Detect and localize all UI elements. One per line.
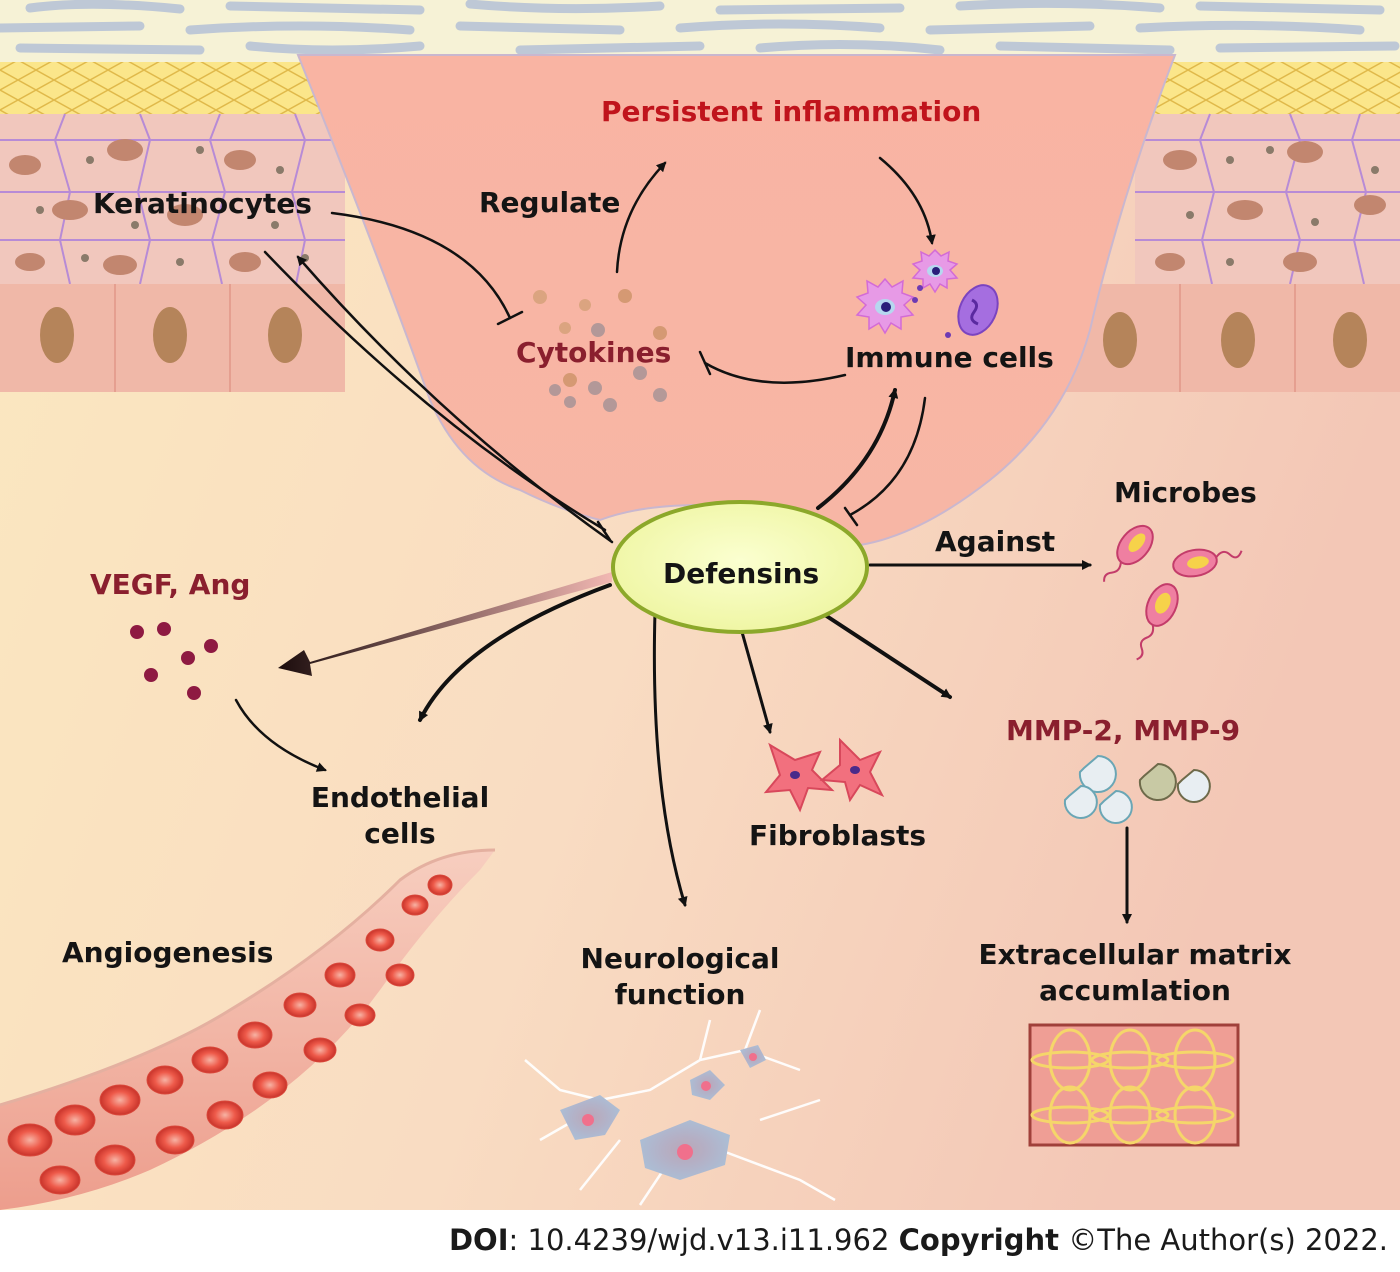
arrow-defensins-immune <box>816 388 899 510</box>
mmp-illustration <box>1063 754 1211 824</box>
label-angiogenesis: Angiogenesis <box>62 936 274 969</box>
label-neurological-function: Neurological function <box>560 941 800 1014</box>
citation-footer: DOI: 10.4239/wjd.v13.i11.962 Copyright ©… <box>0 1214 1388 1266</box>
label-immune-cells: Immune cells <box>845 341 1054 374</box>
label-endothelial-line2: cells <box>364 817 436 851</box>
arrow-vegf-endothelial <box>234 698 327 772</box>
label-persistent-inflammation: Persistent inflammation <box>601 95 982 128</box>
arrow-immune-defensins <box>848 396 927 517</box>
label-mmp: MMP-2, MMP-9 <box>1006 714 1241 747</box>
label-fibroblasts: Fibroblasts <box>749 819 927 852</box>
blood-vessel-illustration <box>0 848 496 1210</box>
skin-layer-right <box>1065 62 1400 392</box>
label-extracellular-matrix: Extracellular matrix accumlation <box>960 937 1310 1010</box>
arrow-defensins-vegf <box>278 572 612 676</box>
immune-cells-illustration <box>855 248 999 338</box>
arrow-defensins-keratinocytes-out <box>296 255 614 544</box>
fibroblasts-illustration <box>763 737 885 813</box>
arrow-defensins-neuro <box>652 610 688 907</box>
label-endothelial-cells: Endothelial cells <box>300 780 500 853</box>
label-cytokines: Cytokines <box>516 336 672 369</box>
neurons-illustration <box>524 1009 836 1206</box>
cytokine-particles <box>533 289 667 412</box>
arrows <box>234 156 1132 924</box>
arrow-defensins-endothelial <box>418 583 612 722</box>
label-neuro-line1: Neurological <box>580 942 780 975</box>
label-keratinocytes: Keratinocytes <box>93 187 312 220</box>
arrow-defensins-fibroblasts <box>740 630 773 734</box>
label-against: Against <box>935 525 1056 558</box>
arrow-keratinocytes-cytokines <box>330 211 512 320</box>
arrow-immune-cytokines <box>703 361 847 384</box>
defensins-oval <box>611 500 869 634</box>
microbes-illustration <box>1103 524 1243 661</box>
label-regulate: Regulate <box>479 186 621 219</box>
label-vegf-ang: VEGF, Ang <box>90 568 251 601</box>
copyright-value: ©The Author(s) 2022. <box>1059 1223 1388 1257</box>
arrow-keratinocytes-defensins-in <box>263 250 607 532</box>
label-defensins: Defensins <box>663 557 820 590</box>
label-endothelial-line1: Endothelial <box>310 781 490 814</box>
arrow-defensins-mmp <box>823 613 952 699</box>
label-ecm-line2: accumlation <box>1039 974 1231 1008</box>
doi-value: : 10.4239/wjd.v13.i11.962 <box>508 1223 899 1257</box>
ecm-illustration <box>1028 1023 1240 1147</box>
label-ecm-line1: Extracellular matrix <box>978 938 1292 971</box>
defensin-wound-healing-diagram <box>0 0 1400 1210</box>
arrow-cytokines-regulate <box>615 161 667 274</box>
doi-label: DOI <box>448 1223 509 1257</box>
label-microbes: Microbes <box>1114 476 1257 509</box>
skin-layer-left <box>0 62 345 392</box>
diagram-artwork <box>0 0 1400 1210</box>
label-neuro-line2: function <box>614 978 746 1012</box>
copyright-label: Copyright <box>898 1223 1060 1257</box>
vegf-ang-particles <box>130 622 218 700</box>
arrow-inflammation-immune <box>878 156 936 245</box>
